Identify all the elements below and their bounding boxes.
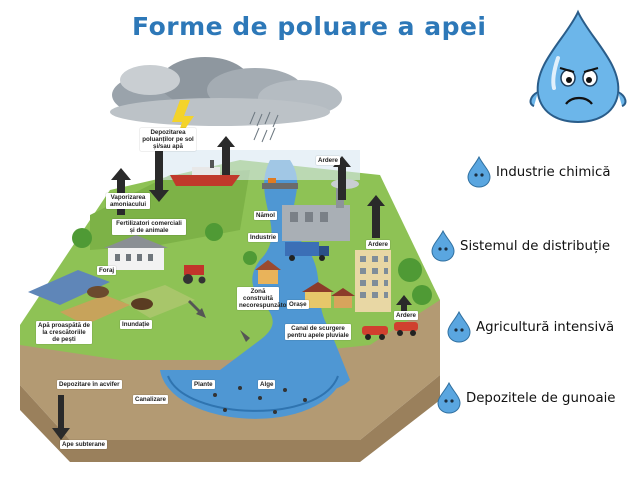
label-flooding: Inundație [120,320,152,330]
flow-arrows [52,136,412,440]
label-fertilizers: Fertilizatori comerciali și de animale [112,219,186,236]
water-drop-icon [437,382,461,414]
cars-icon [362,322,418,340]
label-noncompliant-zone: Zonă construită necorespunzător [237,287,289,311]
legend-label: Agricultură intensivă [476,319,615,335]
legend-item-chemical-industry: Industrie chimică [466,155,610,189]
label-drilling: Foraj [97,266,117,276]
label-combustion-mid: Ardere [366,240,390,250]
lightning-icon [172,100,194,142]
label-combustion-low: Ardere [394,311,418,321]
label-aquifer-deposit: Depozitare în acvifer [57,380,122,390]
storm-cloud [110,57,342,126]
label-cities: Orașe [287,300,309,310]
legend-item-intensive-agriculture: Agricultură intensivă [446,310,614,344]
label-storm-drain: Canal de scurgere pentru apele pluviale [285,324,351,341]
water-drop-icon [447,311,471,343]
sad-water-drop-mascot-icon [529,9,627,124]
barge-icon [262,178,298,189]
water-drop-icon [467,156,491,188]
factory-icon [282,179,359,241]
label-industry: Industrie [248,233,279,243]
water-drop-icon [431,230,455,262]
label-sludge: Nămol [254,211,277,221]
apartment-building-icon [355,250,391,312]
rain-icon [249,111,279,143]
label-ammonia-vaporization: Vaporizarea amoniacului [106,193,150,210]
ship-icon [170,160,240,186]
label-plants: Plante [192,380,215,390]
label-algae: Alge [258,380,276,390]
trees-icon [72,223,432,305]
label-combustion-top: Ardere [316,156,340,166]
label-pollutant-deposition: Depozitarea poluanților pe sol și/sau ap… [140,128,196,152]
label-sewage: Canalizare [133,395,168,405]
houses-icon [255,260,355,308]
truck-icon [285,242,329,261]
cows-icon [87,286,153,310]
legend-item-landfills: Depozitele de gunoaie [436,381,615,415]
legend-label: Industrie chimică [496,164,611,180]
page-title: Forme de poluare a apei [132,12,487,41]
tractor-icon [183,265,206,284]
farm-barn-icon [104,235,168,270]
legend-label: Depozitele de gunoaie [466,390,616,406]
legend-label: Sistemul de distribuție [460,238,610,254]
label-groundwater: Ape subterane [60,440,107,450]
label-fresh-water: Apă proaspătă de la crescătoriile de peș… [36,321,92,345]
legend-item-distribution-system: Sistemul de distribuție [430,229,610,263]
